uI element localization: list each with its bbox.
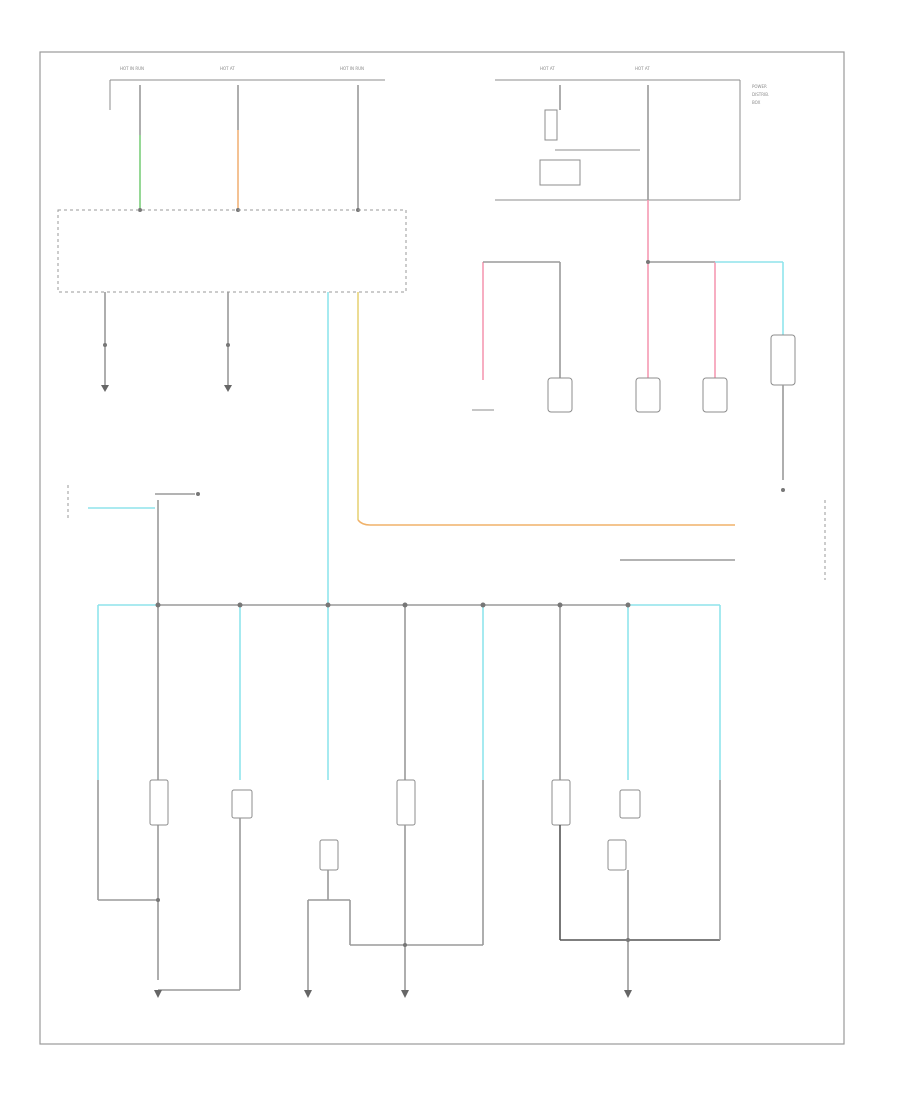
ground-icon xyxy=(401,990,409,998)
lamp-icon xyxy=(149,779,169,826)
svg-text:DISTRIB.: DISTRIB. xyxy=(752,92,769,97)
module-box xyxy=(57,209,407,293)
svg-text:HOT AT: HOT AT xyxy=(635,66,650,71)
lamp-row xyxy=(149,779,641,871)
ground-icon xyxy=(624,990,632,998)
lamp-icon xyxy=(231,789,253,819)
svg-text:HOT AT: HOT AT xyxy=(540,66,555,71)
svg-text:HOT IN RUN: HOT IN RUN xyxy=(120,66,144,71)
ground-icon xyxy=(101,385,109,392)
ground-icon xyxy=(154,990,162,998)
top-power-section: HOT IN RUN HOT AT HOT IN RUN HOT AT HOT … xyxy=(109,66,769,201)
lamp-icon xyxy=(619,789,641,819)
svg-text:BOX: BOX xyxy=(752,100,761,105)
lamp-icon xyxy=(396,779,416,826)
connector-icon xyxy=(319,839,339,871)
switch-icon xyxy=(770,334,796,386)
diagram-frame xyxy=(39,51,845,1045)
switch-icon xyxy=(547,377,573,413)
switch-icon xyxy=(702,377,728,413)
connector-icon xyxy=(607,839,627,871)
svg-text:HOT AT: HOT AT xyxy=(220,66,235,71)
svg-text:POWER: POWER xyxy=(752,84,767,89)
switch-icon xyxy=(635,377,661,413)
ground-icon xyxy=(304,990,312,998)
wire-orange-horizontal xyxy=(357,519,735,526)
svg-text:HOT IN RUN: HOT IN RUN xyxy=(340,66,364,71)
lamp-icon xyxy=(551,779,571,826)
ground-icon xyxy=(224,385,232,392)
